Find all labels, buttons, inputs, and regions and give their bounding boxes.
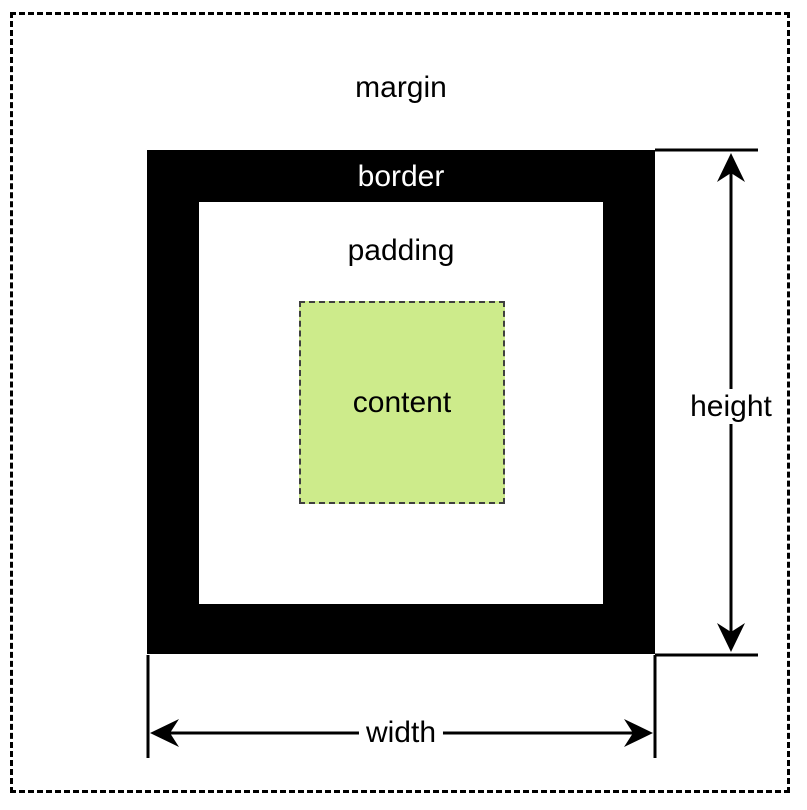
margin-label: margin bbox=[355, 71, 447, 104]
width-label: width bbox=[358, 715, 444, 750]
content-box: content bbox=[299, 301, 505, 504]
padding-label: padding bbox=[347, 234, 455, 267]
border-label: border bbox=[357, 160, 445, 193]
height-label: height bbox=[686, 389, 776, 424]
content-label: content bbox=[352, 386, 452, 419]
margin-box bbox=[10, 12, 790, 793]
